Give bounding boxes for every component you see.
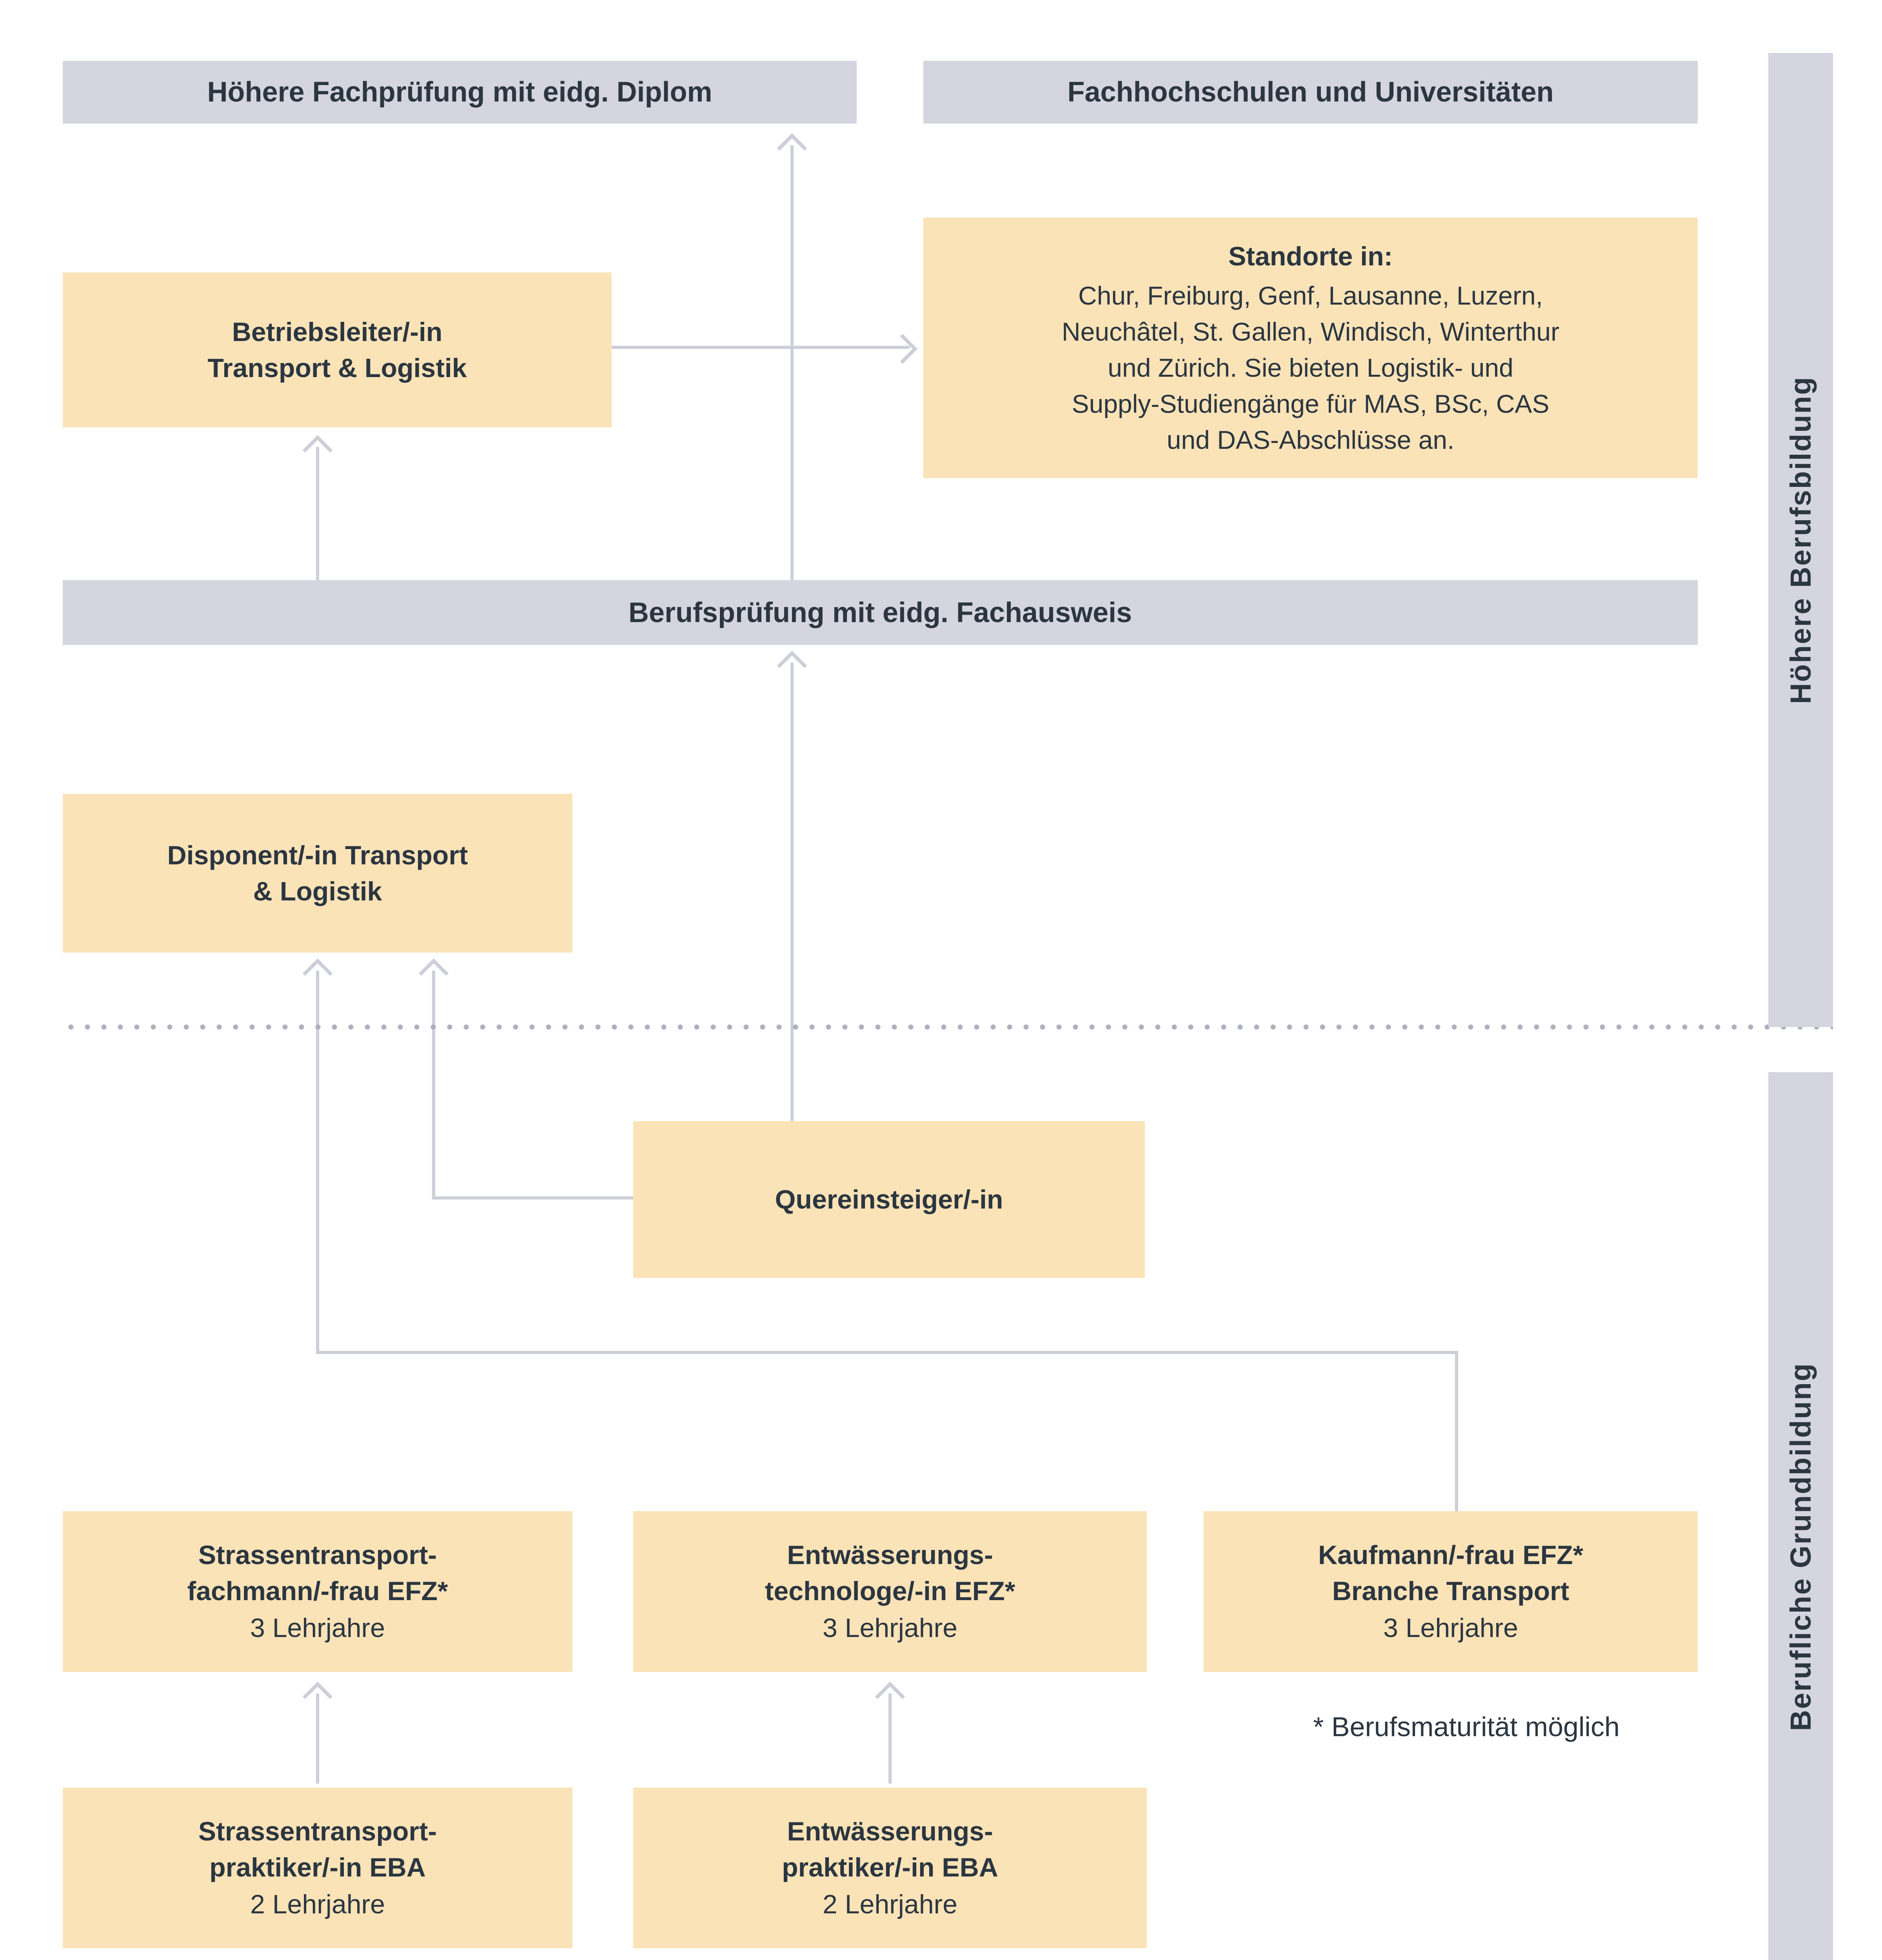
arrow-up-icon (302, 435, 333, 465)
box-entwaesserungs-efz-duration: 3 Lehrjahre (822, 1613, 958, 1643)
arrow-line-quereinsteiger-to-berufspruefung (790, 662, 794, 1123)
arrow-up-icon (418, 958, 449, 989)
box-disponent-title: Disponent/-in Transport & Logistik (167, 840, 468, 906)
sidebar-hoehere-berufsbildung: Höhere Berufsbildung (1768, 53, 1833, 1027)
box-strassentransport-efz-duration: 3 Lehrjahre (250, 1613, 385, 1643)
arrow-up-icon (302, 958, 333, 989)
connector-line-grundbildung-to-disponent (316, 1351, 1458, 1354)
box-entwaesserungs-eba-duration: 2 Lehrjahre (822, 1889, 958, 1919)
box-strassentransport-eba-duration: 2 Lehrjahre (250, 1889, 385, 1919)
arrow-up-icon (875, 1681, 905, 1712)
arrow-line-to-hoehere-fachpruefung (790, 145, 794, 580)
box-strassentransport-efz: Strassentransport- fachmann/-frau EFZ* 3… (63, 1511, 572, 1672)
box-kaufmann-efz-title: Kaufmann/-frau EFZ* Branche Transport (1318, 1540, 1584, 1606)
sidebar-berufliche-grundbildung-label: Berufliche Grundbildung (1784, 1362, 1817, 1731)
box-standorte-title: Standorte in: (1228, 241, 1393, 271)
box-entwaesserungs-efz-title: Entwässerungs- technologe/-in EFZ* (765, 1540, 1015, 1606)
box-betriebsleiter-title: Betriebsleiter/-in Transport & Logistik (207, 317, 467, 383)
arrow-line-betriebsleiter-to-standorte (612, 346, 910, 349)
box-kaufmann-efz-duration: 3 Lehrjahre (1383, 1613, 1519, 1643)
bar-fachhochschulen: Fachhochschulen und Universitäten (923, 61, 1698, 123)
arrow-up-icon (302, 1681, 333, 1712)
connector-line-left-vertical (316, 971, 319, 1354)
bar-hoehere-fachpruefung-label: Höhere Fachprüfung mit eidg. Diplom (207, 76, 712, 108)
arrow-line-eba-to-efz-entwaesserung (888, 1693, 892, 1784)
box-betriebsleiter: Betriebsleiter/-in Transport & Logistik (63, 272, 612, 427)
sidebar-hoehere-berufsbildung-label: Höhere Berufsbildung (1784, 376, 1817, 704)
arrow-right-icon (887, 334, 918, 364)
connector-line-kaufmann-vertical (1455, 1351, 1458, 1511)
sidebar-berufliche-grundbildung: Berufliche Grundbildung (1768, 1072, 1833, 1960)
elbow-line-quereinsteiger-to-disponent (434, 1196, 633, 1200)
footnote-berufsmaturitaet: * Berufsmaturität möglich (1313, 1711, 1620, 1742)
box-strassentransport-eba-title: Strassentransport- praktiker/-in EBA (198, 1817, 437, 1882)
box-standorte: Standorte in: Chur, Freiburg, Genf, Laus… (923, 218, 1698, 478)
arrow-up-icon (777, 133, 807, 163)
box-entwaesserungs-eba: Entwässerungs- praktiker/-in EBA 2 Lehrj… (633, 1788, 1147, 1948)
box-entwaesserungs-efz: Entwässerungs- technologe/-in EFZ* 3 Leh… (633, 1511, 1147, 1672)
box-kaufmann-efz: Kaufmann/-frau EFZ* Branche Transport 3 … (1204, 1511, 1698, 1672)
arrow-up-icon (777, 650, 807, 681)
dotted-divider-line (63, 1024, 1833, 1030)
box-quereinsteiger: Quereinsteiger/-in (633, 1121, 1145, 1278)
arrow-line-to-betriebsleiter (316, 447, 319, 580)
arrow-line-eba-to-efz-strassentransport (316, 1693, 319, 1784)
bar-berufspruefung-label: Berufsprüfung mit eidg. Fachausweis (628, 597, 1132, 628)
bar-berufspruefung: Berufsprüfung mit eidg. Fachausweis (63, 580, 1698, 645)
bar-hoehere-fachpruefung: Höhere Fachprüfung mit eidg. Diplom (63, 61, 857, 123)
elbow-line-quereinsteiger-to-disponent-vertical (432, 971, 435, 1200)
box-entwaesserungs-eba-title: Entwässerungs- praktiker/-in EBA (782, 1817, 998, 1882)
box-standorte-body: Chur, Freiburg, Genf, Lausanne, Luzern, … (1061, 281, 1560, 454)
box-strassentransport-eba: Strassentransport- praktiker/-in EBA 2 L… (63, 1788, 572, 1948)
box-strassentransport-efz-title: Strassentransport- fachmann/-frau EFZ* (187, 1540, 448, 1606)
box-disponent: Disponent/-in Transport & Logistik (63, 794, 572, 953)
bar-fachhochschulen-label: Fachhochschulen und Universitäten (1067, 76, 1554, 108)
box-quereinsteiger-title: Quereinsteiger/-in (775, 1185, 1003, 1214)
